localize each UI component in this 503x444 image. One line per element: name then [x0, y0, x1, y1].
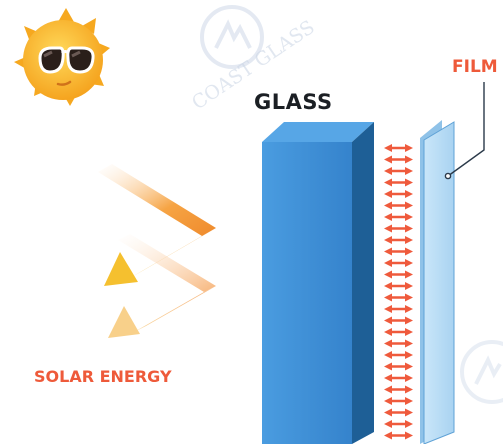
- heat-arrows-column: [384, 144, 413, 440]
- heat-transfer-arrow-icon: [384, 259, 413, 267]
- heat-transfer-arrow-icon: [384, 420, 413, 428]
- heat-transfer-arrow-icon: [384, 328, 413, 336]
- heat-transfer-arrow-icon: [384, 282, 413, 290]
- coast-glass-logo-icon: [460, 340, 503, 404]
- reflected-ray-arrowhead: [104, 252, 138, 286]
- heat-transfer-arrow-icon: [384, 374, 413, 382]
- heat-transfer-arrow-icon: [384, 167, 413, 175]
- heat-transfer-arrow-icon: [384, 385, 413, 394]
- sun-with-sunglasses-icon: [14, 8, 110, 106]
- heat-transfer-arrow-icon: [384, 362, 413, 371]
- heat-transfer-arrow-icon: [384, 293, 413, 302]
- glass-pane: [262, 122, 374, 444]
- glass-label: GLASS: [254, 90, 333, 114]
- coast-glass-logo-icon: [200, 5, 264, 69]
- reflected-ray-arrowhead: [108, 306, 140, 338]
- heat-transfer-arrow-icon: [384, 431, 413, 440]
- solar-energy-rays: [98, 164, 216, 338]
- heat-transfer-arrow-icon: [384, 270, 413, 279]
- heat-transfer-arrow-icon: [384, 236, 413, 244]
- film-leader-line: [444, 82, 485, 180]
- heat-transfer-arrow-icon: [384, 339, 413, 348]
- heat-transfer-arrow-icon: [384, 305, 413, 313]
- heat-transfer-arrow-icon: [384, 213, 413, 221]
- film-label: FILM: [452, 57, 498, 77]
- solar-energy-label: SOLAR ENERGY: [34, 367, 172, 386]
- heat-transfer-arrow-icon: [384, 247, 413, 256]
- heat-transfer-arrow-icon: [384, 316, 413, 325]
- heat-transfer-arrow-icon: [384, 190, 413, 198]
- heat-transfer-arrow-icon: [384, 408, 413, 417]
- heat-transfer-arrow-icon: [384, 144, 413, 152]
- heat-transfer-arrow-icon: [384, 397, 413, 405]
- heat-transfer-arrow-icon: [384, 155, 413, 164]
- heat-transfer-arrow-icon: [384, 178, 413, 187]
- heat-transfer-arrow-icon: [384, 201, 413, 210]
- film-sheet: [420, 120, 455, 444]
- heat-transfer-arrow-icon: [384, 351, 413, 359]
- heat-transfer-arrow-icon: [384, 224, 413, 233]
